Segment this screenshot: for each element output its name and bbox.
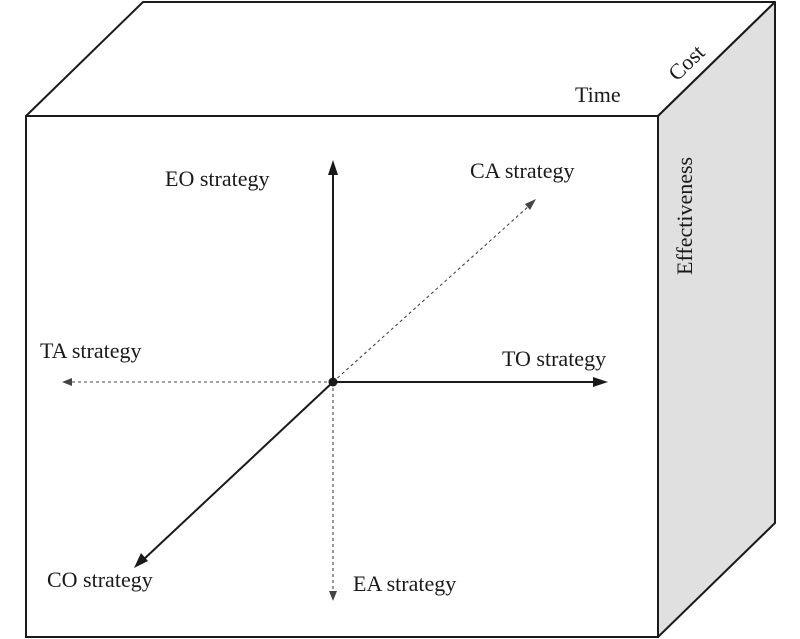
ta-arrowhead (62, 378, 72, 386)
to-arrowhead (593, 377, 608, 387)
ea-arrowhead (329, 591, 337, 601)
eo-arrowhead (328, 160, 338, 175)
cube-front-face (25, 115, 659, 638)
ta-strategy-label: TA strategy (40, 338, 142, 363)
co-axis (142, 381, 334, 561)
origin-point (328, 377, 338, 387)
time-label: Time (575, 82, 621, 107)
cube-top-face (25, 1, 776, 117)
ea-strategy-label: EA strategy (353, 571, 456, 596)
to-strategy-label: TO strategy (502, 346, 606, 371)
effectiveness-label: Effectiveness (672, 157, 697, 275)
ca-strategy-label: CA strategy (470, 158, 575, 183)
eo-strategy-label: EO strategy (165, 166, 269, 191)
co-strategy-label: CO strategy (47, 567, 153, 592)
ca-arrowhead (525, 199, 536, 210)
co-arrowhead (134, 553, 148, 568)
ca-axis (332, 204, 531, 383)
